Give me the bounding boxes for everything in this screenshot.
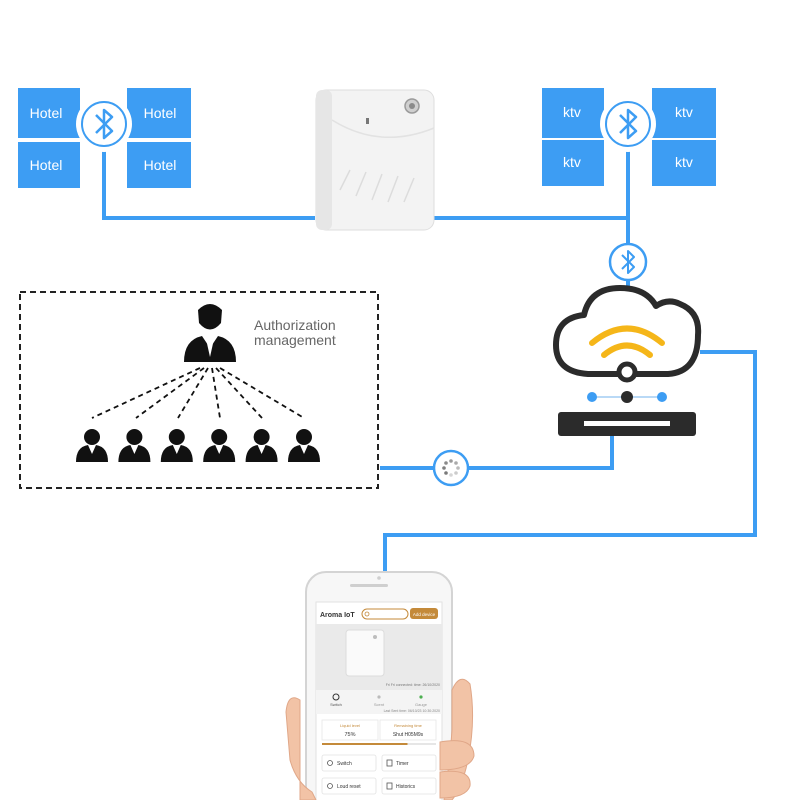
user-person-icon <box>76 429 108 462</box>
app-title: Aroma IoT <box>320 612 355 619</box>
menu-reset-button[interactable] <box>321 777 377 795</box>
hotel-tile-label: Hotel <box>30 157 63 173</box>
reset-icon <box>327 783 333 789</box>
device-thumbnail <box>345 629 385 677</box>
user-person-icon <box>245 429 278 462</box>
line-hotel-to-diffuser <box>102 150 315 220</box>
router-icon <box>558 391 696 436</box>
hotel-tile-label: Hotel <box>144 157 177 173</box>
menu-timer-button[interactable] <box>381 754 437 772</box>
ktv-tile-label: ktv <box>563 154 581 170</box>
last-sent-text: Last Sent time: 06/10/23 10:30:2020 <box>384 709 440 713</box>
remaining-label: Remaining time <box>394 723 423 728</box>
hotel-tile <box>127 88 191 138</box>
oil-value: 75% <box>344 732 355 738</box>
loading-spinner-icon <box>432 449 470 487</box>
app-tab[interactable]: Scent <box>374 702 385 707</box>
app-status-text: Fri Fri connected: time: 26/10/2020 <box>386 683 440 687</box>
history-icon <box>386 782 393 790</box>
oil-progress-fill <box>322 743 408 745</box>
scent-icon <box>377 695 381 699</box>
app-tab[interactable]: Switch <box>330 702 342 707</box>
ktv-tile <box>542 140 604 186</box>
hotel-tile-label: Hotel <box>30 105 63 121</box>
hotel-tile <box>127 142 191 188</box>
user-person-icon <box>288 429 320 462</box>
authorization-label-line1: Authorization <box>254 317 336 333</box>
cloud-icon <box>553 285 702 383</box>
remaining-value: Shut H05M9s <box>393 732 424 738</box>
search-icon <box>364 611 370 617</box>
menu-label: Timer <box>396 761 409 767</box>
hierarchy-links <box>91 367 305 419</box>
oil-label: Liquid level <box>340 723 360 728</box>
gauge-icon <box>419 695 423 699</box>
manager-person-icon <box>184 304 236 362</box>
menu-history-button[interactable] <box>381 777 437 795</box>
ktv-tile <box>652 140 716 186</box>
aroma-diffuser-device <box>315 89 435 231</box>
app-tab[interactable]: Gauge <box>415 702 428 707</box>
user-person-icon <box>203 429 236 462</box>
hotel-tile <box>18 88 80 138</box>
power-icon <box>332 693 340 701</box>
phone-mockup: Aroma IoT Add device Fri Fri connected: … <box>305 571 453 800</box>
user-person-icon <box>160 429 193 462</box>
ktv-group: ktv ktv ktv ktv <box>542 88 716 186</box>
hotel-group: Hotel Hotel Hotel Hotel <box>18 88 191 188</box>
hotel-tile <box>18 142 80 188</box>
timer-icon <box>386 759 393 767</box>
wifi-icon <box>589 325 665 358</box>
hand-illustration <box>285 678 475 800</box>
ktv-tile-label: ktv <box>675 104 693 120</box>
menu-label: Switch <box>337 761 352 767</box>
add-device-button[interactable] <box>410 608 438 619</box>
menu-switch-button[interactable] <box>321 754 377 772</box>
user-person-icon <box>118 429 151 462</box>
switch-icon <box>327 760 333 766</box>
bluetooth-icon <box>608 242 648 282</box>
ktv-tile-label: ktv <box>675 154 693 170</box>
ktv-tile-label: ktv <box>563 104 581 120</box>
bluetooth-icon <box>76 96 132 152</box>
menu-label: Loud reset <box>337 784 361 790</box>
ktv-tile <box>652 88 716 138</box>
hotel-tile-label: Hotel <box>144 105 177 121</box>
line-cloud-to-phone <box>383 350 757 578</box>
bluetooth-icon <box>600 96 656 152</box>
app-search-input[interactable] <box>361 608 409 620</box>
ktv-tile <box>542 88 604 138</box>
user-group <box>76 429 320 462</box>
authorization-panel: Authorization management <box>19 291 379 489</box>
menu-label: Historics <box>396 784 416 790</box>
authorization-label-line2: management <box>254 332 336 348</box>
add-device-button-label: Add device <box>413 612 436 617</box>
